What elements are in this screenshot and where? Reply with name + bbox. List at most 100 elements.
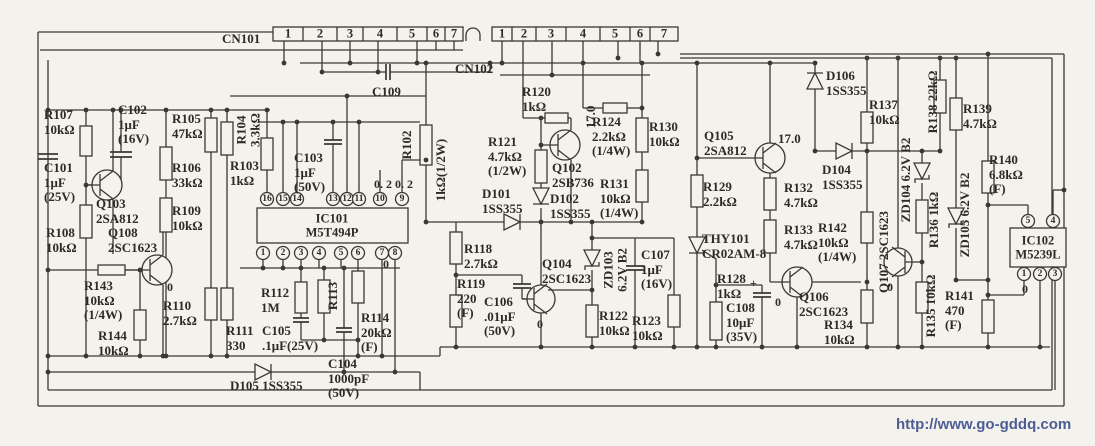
- label-c106: C106 .01μF (50V): [484, 294, 516, 339]
- label-q107-voltage: 0: [887, 280, 893, 294]
- label-q104-voltage: 0: [537, 317, 543, 331]
- label-r106: R106 33kΩ: [172, 160, 203, 190]
- ic101-pin-6: 6: [355, 248, 361, 258]
- label-thy101: THY101 CR02AM-8: [702, 231, 767, 261]
- ic101-pin-12: 12: [342, 194, 352, 204]
- cn101-pin-3: 3: [346, 26, 354, 41]
- label-r111: R111 330: [226, 323, 254, 353]
- label-r130: R130 10kΩ: [649, 119, 680, 149]
- cn102-pin-7: 7: [660, 26, 668, 41]
- label-d106: D106 1SS355: [826, 68, 867, 98]
- resistor-symbols: [79, 79, 995, 341]
- ic101-pin-16: 16: [262, 194, 272, 204]
- cn102-pin-5: 5: [611, 26, 619, 41]
- cn101-pin-5: 5: [408, 26, 416, 41]
- label-r138: R138 22kΩ: [925, 70, 941, 134]
- label-zd103: ZD103 6.2V B2: [600, 248, 629, 292]
- watermark-url: http://www.go-gddq.com: [896, 416, 1072, 433]
- label-r129: R129 2.2kΩ: [703, 179, 737, 209]
- ic101-pin-4: 4: [316, 248, 322, 258]
- connector-cn102-box: [491, 26, 679, 42]
- ic101-pin-14: 14: [292, 194, 302, 204]
- transistor-q108: [125, 200, 173, 356]
- label-r133: R133 4.7kΩ: [784, 222, 818, 252]
- label-q106: Q106 2SC1623: [799, 289, 849, 319]
- ic101-pin-3: 3: [298, 248, 304, 258]
- cn101-pin-6: 6: [432, 26, 440, 41]
- label-c105: C105 .1μF(25V): [262, 323, 319, 353]
- label-r141: R141 470 (F): [945, 288, 974, 333]
- capacitor-symbols: [38, 64, 771, 333]
- label-ic101-pin8-voltage: 0: [383, 257, 389, 271]
- label-r134: R134 10kΩ: [824, 317, 855, 347]
- connector-cn101-box: [272, 26, 464, 42]
- label-r105: R105 47kΩ: [172, 111, 203, 141]
- label-r132: R132 4.7kΩ: [784, 180, 818, 210]
- cn102-pin-1: 1: [498, 26, 506, 41]
- label-c107: C107 1μF (16V): [641, 247, 673, 292]
- ic102-pin-3: 3: [1052, 269, 1058, 279]
- label-r113: R113: [325, 281, 341, 311]
- cn102-pin-4: 4: [579, 26, 587, 41]
- label-r123: R123 10kΩ: [632, 313, 663, 343]
- ic102-body: [1009, 227, 1067, 268]
- label-c103: C103 1μF (50V): [294, 150, 326, 195]
- label-ic101-pin-voltages: 0. 2 0. 2: [374, 177, 413, 191]
- label-d101: D101 1SS355: [482, 186, 523, 216]
- label-r135: R135 10kΩ: [923, 274, 939, 338]
- label-r103: R103 1kΩ: [230, 158, 259, 188]
- label-r107: R107 10kΩ: [44, 107, 75, 137]
- ic101-pin-15: 15: [278, 194, 288, 204]
- component-symbols: [38, 26, 1067, 382]
- diode-symbols: [254, 71, 854, 382]
- label-q108: Q108 2SC1623: [108, 225, 158, 255]
- label-cn101: CN101: [222, 31, 261, 46]
- label-ic102-pin1-voltage: 0: [1022, 282, 1028, 296]
- label-r102-ref: R102: [399, 130, 415, 160]
- ic101-pin-9: 9: [399, 194, 405, 204]
- transistor-q102: [541, 118, 581, 222]
- label-q105: Q105 2SA812: [704, 128, 747, 158]
- ic102-pin-1: 1: [1021, 269, 1027, 279]
- label-q104: Q104 2SC1623: [542, 256, 592, 286]
- ic101-pin-11: 11: [354, 194, 364, 204]
- cn101-pin-4: 4: [376, 26, 384, 41]
- ic102-pin-5: 5: [1025, 216, 1031, 226]
- label-r110: R110 2.7kΩ: [163, 298, 197, 328]
- label-r122: R122 10kΩ: [599, 308, 630, 338]
- label-r136: R136 1kΩ: [926, 191, 942, 249]
- label-r137: R137 10kΩ: [869, 97, 900, 127]
- cn101-pin-1: 1: [284, 26, 292, 41]
- ic101-pin-2: 2: [280, 248, 286, 258]
- label-r114: R114 20kΩ (F): [361, 310, 392, 355]
- label-cn102: CN102: [455, 61, 494, 76]
- label-q105-voltage: 17.0: [778, 131, 801, 146]
- ic101-pin-10: 10: [375, 194, 385, 204]
- ic101-pin-7: 7: [379, 248, 385, 258]
- label-r128: R128 1kΩ: [717, 271, 746, 301]
- ic101-pin-13: 13: [328, 194, 338, 204]
- label-r102-value: 1kΩ(1/2W): [433, 138, 449, 202]
- label-r144: R144 10kΩ: [98, 328, 129, 358]
- transistor-q103: [86, 110, 123, 254]
- label-r124: R124 2.2kΩ (1/4W): [592, 114, 631, 159]
- label-c109: C109: [372, 84, 401, 99]
- label-r131: R131 10kΩ (1/4W): [600, 176, 639, 221]
- label-r120: R120 1kΩ: [522, 84, 551, 114]
- label-c102: C102 1μF (16V): [118, 102, 150, 147]
- transistor-symbols: [86, 110, 922, 356]
- label-c101: C101 1μF (25V): [44, 160, 76, 205]
- ic101-pin-8: 8: [392, 248, 398, 258]
- zener-symbols: [582, 162, 966, 270]
- cn102-pin-2: 2: [520, 26, 528, 41]
- label-ic102: IC102 M5239L: [1015, 233, 1061, 262]
- junction-dots: [45, 51, 1067, 375]
- label-r140: R140 6.8kΩ (F): [989, 152, 1023, 197]
- cn101-pin-7: 7: [450, 26, 458, 41]
- label-q108-voltage: 0: [167, 280, 173, 294]
- label-r143: R143 10kΩ (1/4W): [84, 278, 123, 323]
- label-r104: R104 3.3kΩ: [233, 113, 262, 147]
- label-r118: R118 2.7kΩ: [464, 241, 498, 271]
- label-r121: R121 4.7kΩ (1/2W): [488, 134, 527, 179]
